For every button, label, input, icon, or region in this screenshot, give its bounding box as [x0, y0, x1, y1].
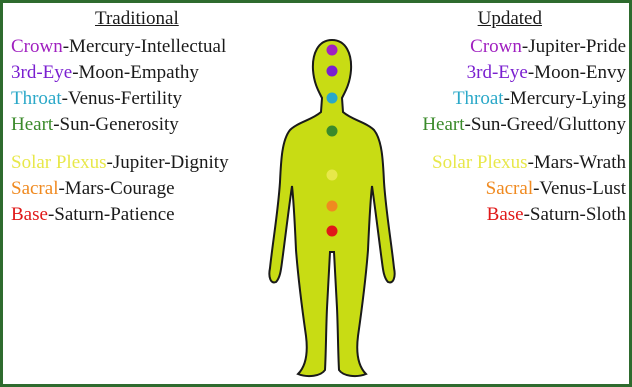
traditional-correspondence: -Venus-Fertility: [62, 88, 182, 109]
traditional-chakra-name: Sacral: [11, 178, 58, 199]
traditional-chakra-name: 3rd-Eye: [11, 62, 72, 83]
traditional-chakra-name: Throat: [11, 88, 62, 109]
traditional-correspondence: -Saturn-Patience: [48, 204, 175, 225]
updated-correspondence: -Jupiter-Pride: [522, 36, 626, 57]
updated-chakra-name: 3rd-Eye: [467, 62, 528, 83]
updated-row: Heart-Sun-Greed/Gluttony: [422, 112, 626, 138]
traditional-row: Throat-Venus-Fertility: [11, 86, 229, 112]
throat-chakra-dot: [327, 93, 338, 104]
updated-correspondence: -Moon-Envy: [528, 62, 626, 83]
updated-chakra-name: Sacral: [486, 178, 533, 199]
updated-spacer: [422, 138, 626, 150]
traditional-chakra-name: Solar Plexus: [11, 152, 107, 173]
updated-chakra-name: Throat: [453, 88, 504, 109]
traditional-row: Crown-Mercury-Intellectual: [11, 34, 229, 60]
updated-correspondence: -Mercury-Lying: [504, 88, 626, 109]
updated-row: Sacral-Venus-Lust: [422, 176, 626, 202]
solar-plexus-chakra-dot: [327, 170, 338, 181]
traditional-spacer: [11, 138, 229, 150]
third-eye-chakra-dot: [327, 66, 338, 77]
traditional-correspondence: -Jupiter-Dignity: [107, 152, 229, 173]
traditional-correspondence: -Moon-Empathy: [72, 62, 199, 83]
traditional-correspondence: -Mercury-Intellectual: [63, 36, 227, 57]
crown-chakra-dot: [327, 45, 338, 56]
traditional-chakra-name: Heart: [11, 114, 53, 135]
updated-correspondence: -Venus-Lust: [533, 178, 626, 199]
updated-row: Solar Plexus-Mars-Wrath: [422, 150, 626, 176]
traditional-row: 3rd-Eye-Moon-Empathy: [11, 60, 229, 86]
traditional-correspondence: -Mars-Courage: [58, 178, 174, 199]
updated-chakra-name: Crown: [470, 36, 522, 57]
updated-row: Crown-Jupiter-Pride: [422, 34, 626, 60]
traditional-row: Solar Plexus-Jupiter-Dignity: [11, 150, 229, 176]
updated-correspondence: -Sun-Greed/Gluttony: [465, 114, 626, 135]
updated-correspondence: -Saturn-Sloth: [524, 204, 626, 225]
updated-correspondence: -Mars-Wrath: [528, 152, 626, 173]
traditional-row: Base-Saturn-Patience: [11, 202, 229, 228]
traditional-row: Sacral-Mars-Courage: [11, 176, 229, 202]
traditional-chakra-name: Crown: [11, 36, 63, 57]
updated-row: Base-Saturn-Sloth: [422, 202, 626, 228]
updated-row: 3rd-Eye-Moon-Envy: [422, 60, 626, 86]
base-chakra-dot: [327, 226, 338, 237]
updated-row: Throat-Mercury-Lying: [422, 86, 626, 112]
traditional-chakra-name: Base: [11, 204, 48, 225]
updated-chakra-name: Solar Plexus: [432, 152, 528, 173]
updated-chakra-name: Heart: [422, 114, 464, 135]
traditional-heading: Traditional: [11, 6, 229, 32]
updated-heading: Updated: [422, 6, 626, 32]
sacral-chakra-dot: [327, 201, 338, 212]
traditional-correspondence: -Sun-Generosity: [53, 114, 179, 135]
traditional-row: Heart-Sun-Generosity: [11, 112, 229, 138]
updated-chakra-name: Base: [487, 204, 524, 225]
heart-chakra-dot: [327, 126, 338, 137]
